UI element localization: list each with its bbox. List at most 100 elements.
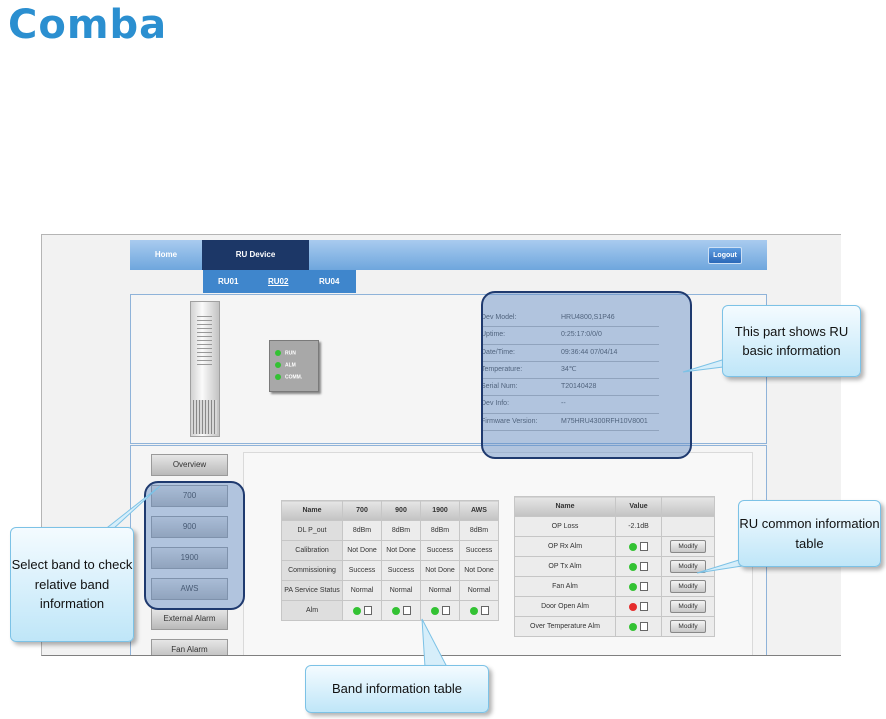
table-cell: Normal (381, 580, 421, 601)
table-cell: Not Done (381, 540, 421, 561)
subnav-ru02[interactable]: RU02 (268, 277, 289, 286)
table-cell: Modify (661, 556, 715, 577)
band-1900-button[interactable]: 1900 (151, 547, 228, 569)
info-value: T20140428 (561, 383, 597, 391)
overview-button[interactable]: Overview (151, 454, 228, 476)
led-dot-icon (275, 350, 281, 356)
modify-button[interactable]: Modify (670, 580, 706, 593)
info-row: Serial Num: T20140428 (481, 379, 659, 397)
table-row-alm: Alm (281, 600, 499, 621)
column-header: Name (281, 500, 343, 521)
table-cell: 8dBm (342, 520, 382, 541)
modify-button[interactable]: Modify (670, 560, 706, 573)
info-key: Serial Num: (481, 383, 518, 391)
ru-subnav: RU01 RU02 RU04 (203, 270, 356, 293)
table-cell: Not Done (342, 540, 382, 561)
table-row: OP Loss -2.1dB (514, 516, 715, 537)
info-key: Uptime: (481, 331, 506, 339)
alarm-cell (615, 576, 662, 597)
flag-checkbox[interactable] (363, 606, 372, 615)
modify-button[interactable]: Modify (670, 620, 706, 633)
external-alarm-button[interactable]: External Alarm (151, 608, 228, 630)
alarm-ok-icon (352, 606, 361, 615)
top-nav: Home RU Device Logout (130, 240, 767, 270)
column-header: Value (615, 496, 662, 517)
flag-checkbox[interactable] (640, 582, 648, 591)
flag-checkbox[interactable] (640, 602, 648, 611)
flag-checkbox[interactable] (640, 542, 648, 551)
subnav-ru01[interactable]: RU01 (218, 277, 239, 286)
column-header: 700 (342, 500, 382, 521)
info-key: Date/Time: (481, 348, 515, 356)
flag-checkbox[interactable] (402, 606, 411, 615)
table-row: OP Tx Alm Modify (514, 556, 715, 577)
alarm-ok-icon (629, 582, 637, 591)
column-header: Name (514, 496, 616, 517)
table-cell: OP Loss (514, 516, 616, 537)
band-aws-button[interactable]: AWS (151, 578, 228, 600)
led-comm: COMM. (275, 374, 302, 380)
device-overview-panel: RUN ALM COMM. Dev Model:HRU4800,S1P46 Up… (130, 294, 767, 444)
flag-checkbox[interactable] (640, 622, 648, 631)
info-row: Temperature:34℃ (481, 362, 659, 380)
led-status-panel: RUN ALM COMM. (269, 340, 319, 392)
column-header: 1900 (420, 500, 460, 521)
table-cell: 8dBm (420, 520, 460, 541)
led-dot-icon (275, 362, 281, 368)
device-vent-lower (193, 400, 217, 434)
led-alm: ALM (275, 362, 296, 368)
fan-alarm-button[interactable]: Fan Alarm (151, 639, 228, 655)
column-header (661, 496, 715, 517)
info-value: 0:25:17:0/0/0 (561, 331, 602, 339)
table-cell: Modify (661, 596, 715, 617)
info-value: HRU4800,S1P46 (561, 314, 615, 321)
nav-home-tab[interactable]: Home (154, 250, 178, 259)
nav-ru-device-tab[interactable]: RU Device (202, 240, 309, 270)
table-cell: Normal (420, 580, 460, 601)
table-cell: OP Rx Alm (514, 536, 616, 557)
alarm-ok-icon (629, 542, 637, 551)
alarm-cell (615, 536, 662, 557)
table-cell: Normal (459, 580, 499, 601)
flag-checkbox[interactable] (441, 606, 450, 615)
table-header-row: Name Value (514, 496, 715, 517)
logout-button[interactable]: Logout (708, 247, 742, 264)
basic-info-highlight (481, 291, 692, 459)
info-row: Uptime: 0:25:17:0/0/0 (481, 327, 659, 345)
callout-band-table: Band information table (305, 665, 489, 713)
table-cell: PA Service Status (281, 580, 343, 601)
info-row: Dev Model:HRU4800,S1P46 (481, 310, 659, 328)
basic-info-list: Dev Model:HRU4800,S1P46 Uptime: 0:25:17:0… (481, 310, 659, 432)
alarm-cell (420, 600, 460, 621)
led-label: ALM (285, 362, 296, 369)
info-row: Firmware Version:M75HRU4300RFH10V8001 (481, 414, 659, 432)
alarm-ok-icon (469, 606, 478, 615)
subnav-ru04[interactable]: RU04 (319, 277, 340, 286)
flag-checkbox[interactable] (480, 606, 489, 615)
alarm-cell (459, 600, 499, 621)
table-cell: Success (420, 540, 460, 561)
table-cell: 8dBm (459, 520, 499, 541)
modify-button[interactable]: Modify (670, 540, 706, 553)
callout-basic-info: This part shows RU basic information (722, 305, 861, 377)
led-dot-icon (275, 374, 281, 380)
info-row: Date/Time: 09:36:44 07/04/14 (481, 345, 659, 362)
modify-button[interactable]: Modify (670, 600, 706, 613)
info-value: 09:36:44 07/04/14 (561, 348, 618, 356)
table-cell: Fan Alm (514, 576, 616, 597)
callout-band-select: Select band to check relative band infor… (10, 527, 134, 642)
info-value: 34℃ (561, 365, 577, 373)
table-row: Over Temperature Alm Modify (514, 616, 715, 637)
table-row: Fan Alm Modify (514, 576, 715, 597)
table-cell: Success (342, 560, 382, 581)
alarm-ok-icon (391, 606, 400, 615)
info-key: Firmware Version: (481, 417, 538, 425)
table-cell: Door Open Alm (514, 596, 616, 617)
flag-checkbox[interactable] (640, 562, 648, 571)
table-cell: Alm (281, 600, 343, 621)
table-cell: Calibration (281, 540, 343, 561)
